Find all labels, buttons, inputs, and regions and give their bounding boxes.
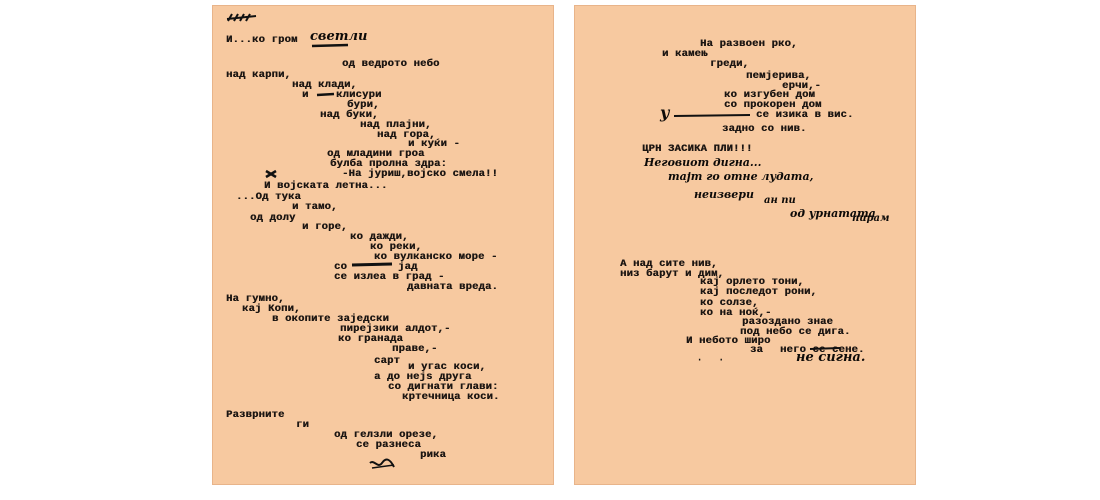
handwritten-line: Неговиот дигна... [644,156,762,169]
left-manuscript-page: И...ко гром светли од ведрото небо над к… [212,5,554,485]
handwritten-line: неизвери [694,188,754,201]
verse-line: а до нејѕ друга [374,371,472,383]
verse-line: се изика в вис. [756,109,854,121]
verse-line: И...ко гром [226,34,298,46]
verse-line: кај Копи, [242,303,301,315]
strikethrough-mark [316,92,335,97]
verse-line: пемјерива, [746,70,812,82]
verse-line: кај последот рони, [700,286,818,298]
verse-line: ко реки, [370,241,423,253]
strikethrough-mark [311,43,349,48]
handwritten-line: пирам [852,213,890,224]
verse-line: ЦРН ЗАСИКА ПЛИ!!! [642,143,753,155]
verse-line: јад [398,261,418,273]
verse-line: разоздано знае [742,316,834,328]
handwritten-line: тајт го отне лудата, [668,170,814,183]
handwritten-line: од урнатата [790,207,876,220]
verse-line: На гумно, [226,293,285,305]
handwritten-line: ан пи [764,195,796,206]
verse-line: праве,- [392,343,438,355]
verse-line: за [750,344,764,356]
verse-line: низ барут и дим, [620,268,725,280]
crossed-out-mark [226,13,257,22]
verse-line: кај орлето тони, [700,276,805,288]
verse-line: ко изгубен дом [724,89,816,101]
verse-line: бури, [347,99,380,111]
verse-line: На развоен рко, [700,38,798,50]
verse-line: и куќи - [408,138,461,150]
verse-line: булба пролна здра: [330,158,448,170]
verse-line: кртечница коси. [402,391,500,403]
ink-blot-mark [265,169,277,179]
verse-line: над клади, [292,79,358,91]
verse-line: Разврните [226,409,285,421]
verse-line: него се сене. [780,344,865,356]
verse-line: ко вулканско море - [374,251,498,263]
verse-line: се излеа в град - [334,271,445,283]
verse-line: давната вреда. [407,281,499,293]
right-manuscript-page: На развоен рко, и камењ греди, пемјерива… [574,5,916,485]
verse-line: ...Од тука [236,191,302,203]
verse-line: над плајни, [360,119,432,131]
verse-line: и камењ [662,48,708,60]
verse-line: и горе, [302,221,348,233]
verse-line: пирејзики алдот,- [340,323,451,335]
handwritten-line: не сигна. [796,350,866,365]
verse-line: ерчи,- [782,80,822,92]
verse-line: од ведрото небо [342,58,440,70]
verse-line: рика [420,449,447,461]
verse-line: в окопите заједски [272,313,390,325]
verse-line: под небо се дига. [740,326,851,338]
verse-line: сарт [374,355,401,367]
verse-line: ко солзе, [700,297,759,309]
verse-line: над карпи, [226,69,292,81]
verse-line: греди, [710,58,750,70]
verse-line: -На јуриш,војско смела!! [342,168,499,180]
verse-line: над гора, [377,129,436,141]
verse-line: ко гранада [338,333,404,345]
verse-line: клисури [336,89,382,101]
verse-line: со прокорен дом [724,99,822,111]
verse-line: и [302,89,309,101]
verse-line: и тамо, [292,201,338,213]
verse-line: се разнеса [356,439,422,451]
verse-line: од младини гроа [327,148,425,160]
verse-line: И небото широ [686,335,771,347]
verse-line: ко на ноќ,- [700,307,772,319]
verse-line: од гелзли орезе, [334,429,439,441]
ellipsis-dots: · · [696,353,725,367]
verse-line: со [334,261,348,273]
strikethrough-mark [809,347,841,350]
verse-line: и угас коси, [408,361,487,373]
verse-line: од долу [250,212,296,224]
strikethrough-mark [351,262,393,267]
verse-line: И војската летна... [264,180,388,192]
verse-line: ги [296,419,310,431]
verse-line: А над сите нив, [620,258,718,270]
verse-line: над буки, [320,109,379,121]
verse-line: задно со нив. [722,123,807,135]
verse-line: ко дажди, [350,231,409,243]
strikethrough-mark [673,114,751,117]
verse-line: со дигнати глави: [388,381,499,393]
handwritten-mark: у [660,103,670,122]
handwritten-scribble [369,458,395,469]
handwritten-word: светли [310,29,368,44]
